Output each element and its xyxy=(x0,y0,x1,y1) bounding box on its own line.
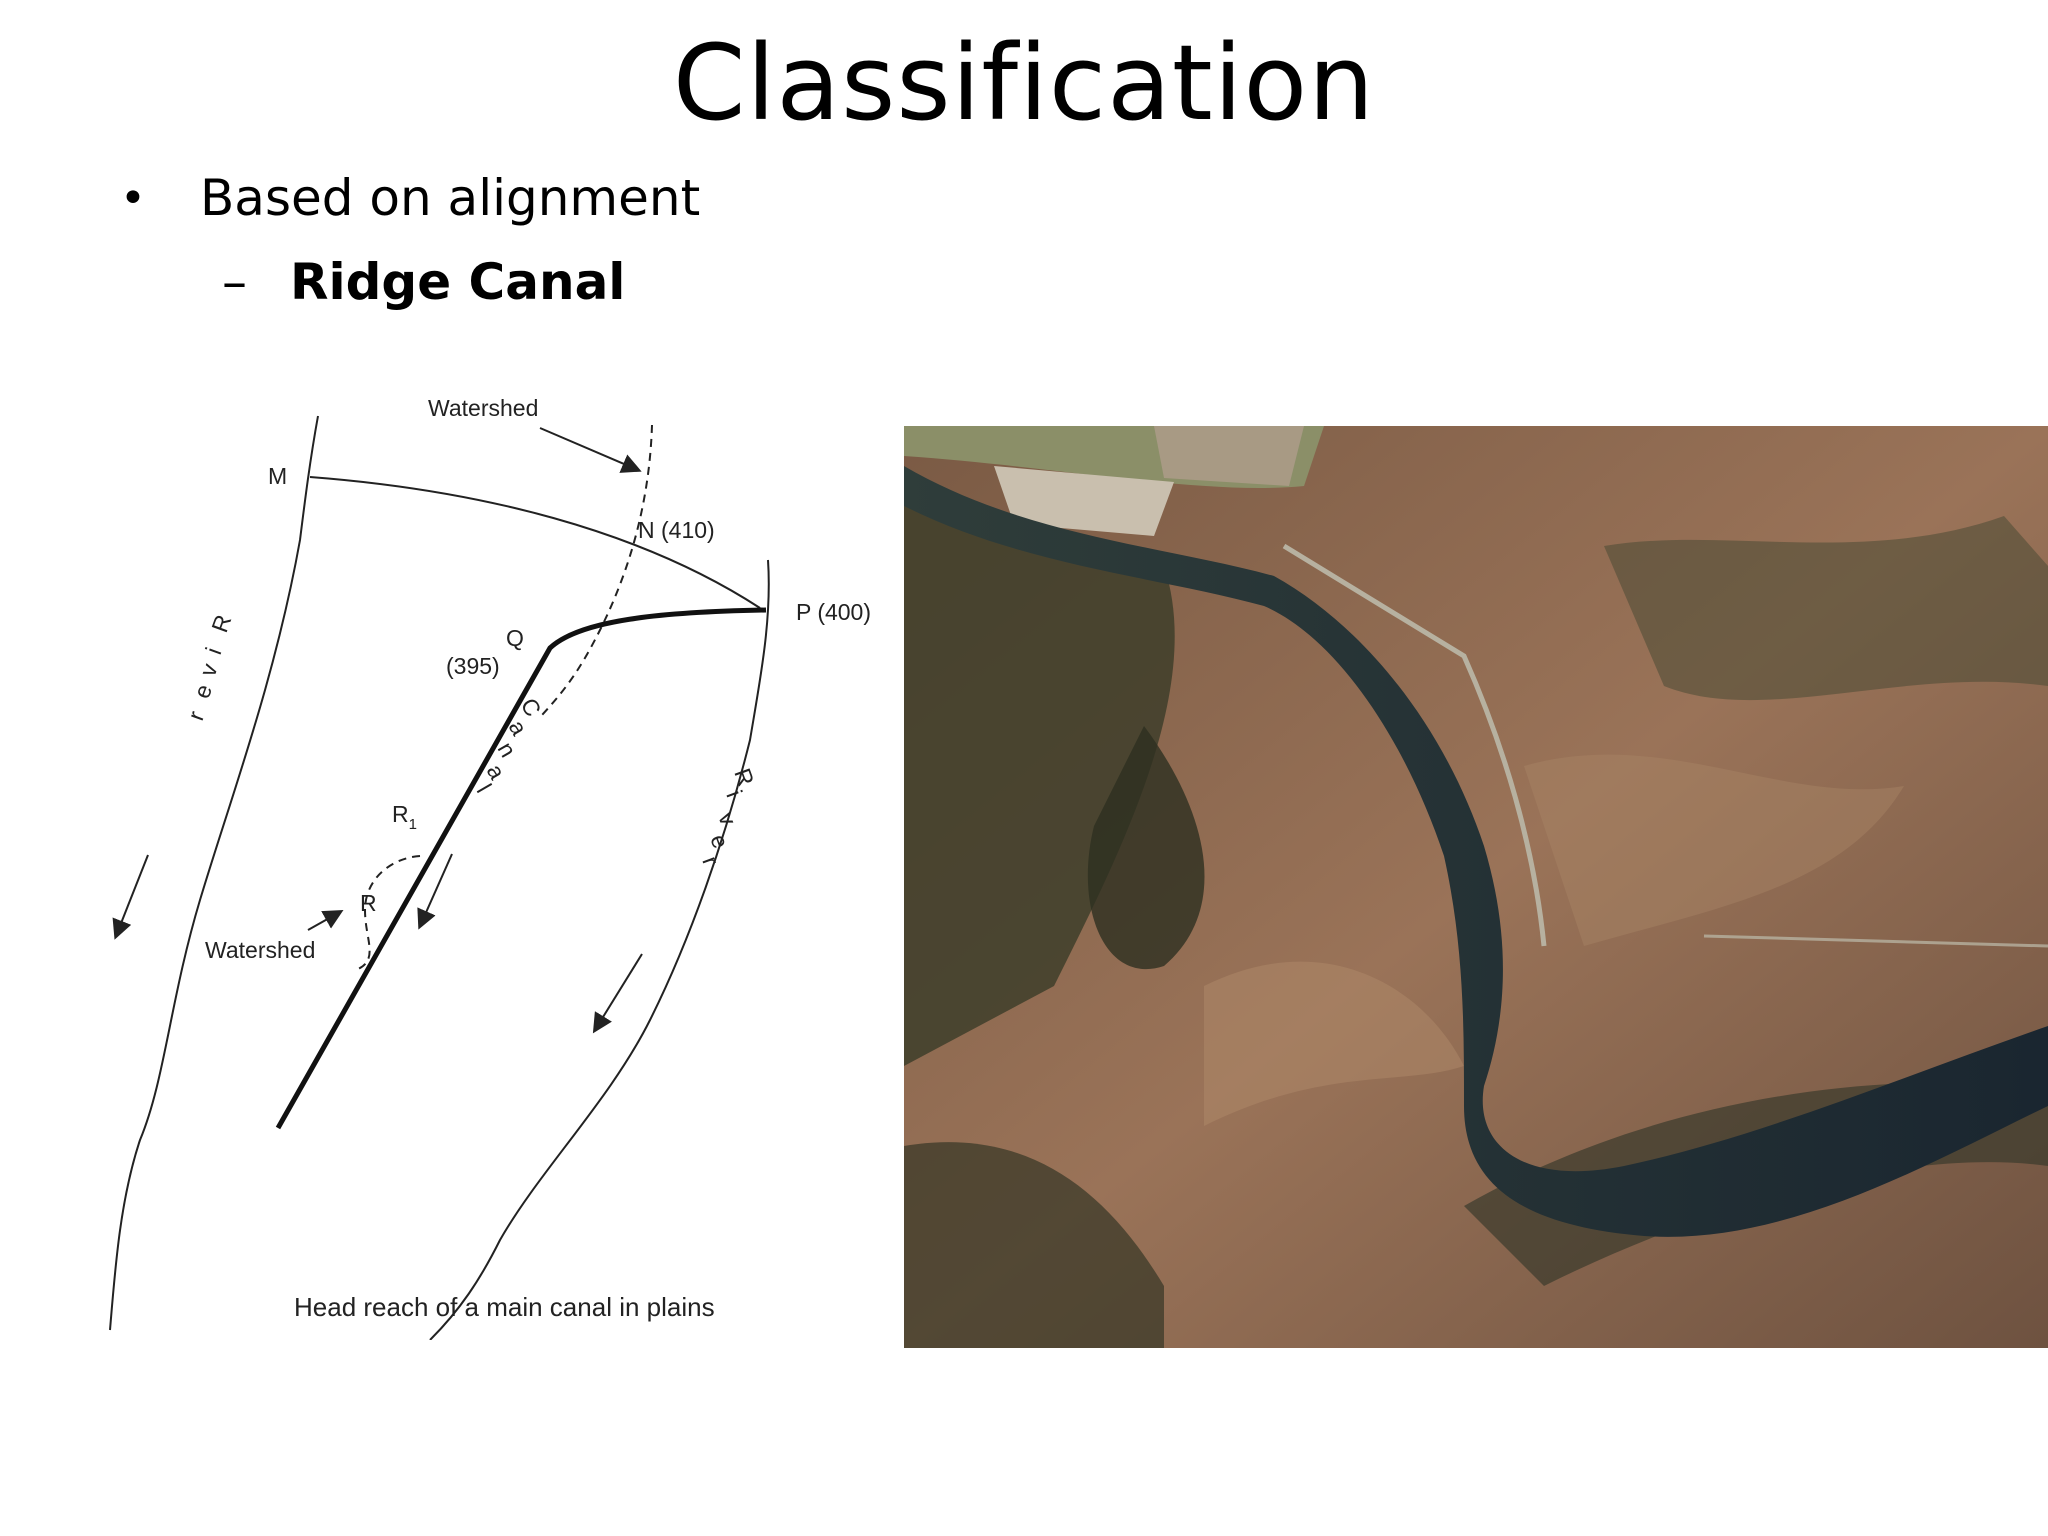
left-river-bank xyxy=(109,415,319,1331)
label-p: P (400) xyxy=(796,599,871,625)
river-right-letter: v xyxy=(713,809,742,829)
right-river-bank xyxy=(429,559,770,1340)
bullet-marker: • xyxy=(120,172,146,224)
river-left-letter: e xyxy=(188,681,217,702)
river-left-letter: v xyxy=(194,660,223,680)
label-r: R xyxy=(360,890,377,916)
diagram-caption: Head reach of a main canal in plains xyxy=(294,1292,715,1322)
bullet-item: • Based on alignment xyxy=(120,168,700,228)
sub-bullet-marker: – xyxy=(222,253,247,311)
bullet-text: Based on alignment xyxy=(200,169,701,227)
flow-arrow-right xyxy=(592,953,643,1034)
label-m: M xyxy=(268,463,287,489)
ridge-canal-diagram: Watershed M N (410) P (400) Q (395) R1 R… xyxy=(109,395,871,1340)
river-left-letter: i xyxy=(200,644,226,658)
label-n: N (410) xyxy=(638,517,715,543)
watershed-top-pointer xyxy=(539,427,642,473)
flow-arrow-left xyxy=(112,854,149,940)
lower-watershed-line xyxy=(355,855,421,971)
label-q: Q xyxy=(506,625,524,651)
label-watershed-top: Watershed xyxy=(428,395,538,421)
river-right-letter: R xyxy=(729,765,759,790)
label-q-level: (395) xyxy=(446,653,500,679)
river-left-letter: R xyxy=(206,611,236,636)
canal-line xyxy=(275,607,767,1130)
aerial-photo xyxy=(904,426,2048,1348)
sub-bullet-text: Ridge Canal xyxy=(290,253,626,311)
label-watershed-bottom: Watershed xyxy=(205,937,315,963)
label-r1: R1 xyxy=(392,801,417,833)
river-left-letter: r xyxy=(182,707,209,723)
contour-line-mnp xyxy=(309,476,761,609)
river-right-letter: r xyxy=(697,853,724,869)
watershed-line xyxy=(541,424,653,716)
sub-bullet-item: – Ridge Canal xyxy=(222,252,625,312)
flow-arrow-canal xyxy=(417,853,453,930)
slide-title: Classification xyxy=(672,22,1376,144)
watershed-bottom-pointer xyxy=(307,910,344,931)
